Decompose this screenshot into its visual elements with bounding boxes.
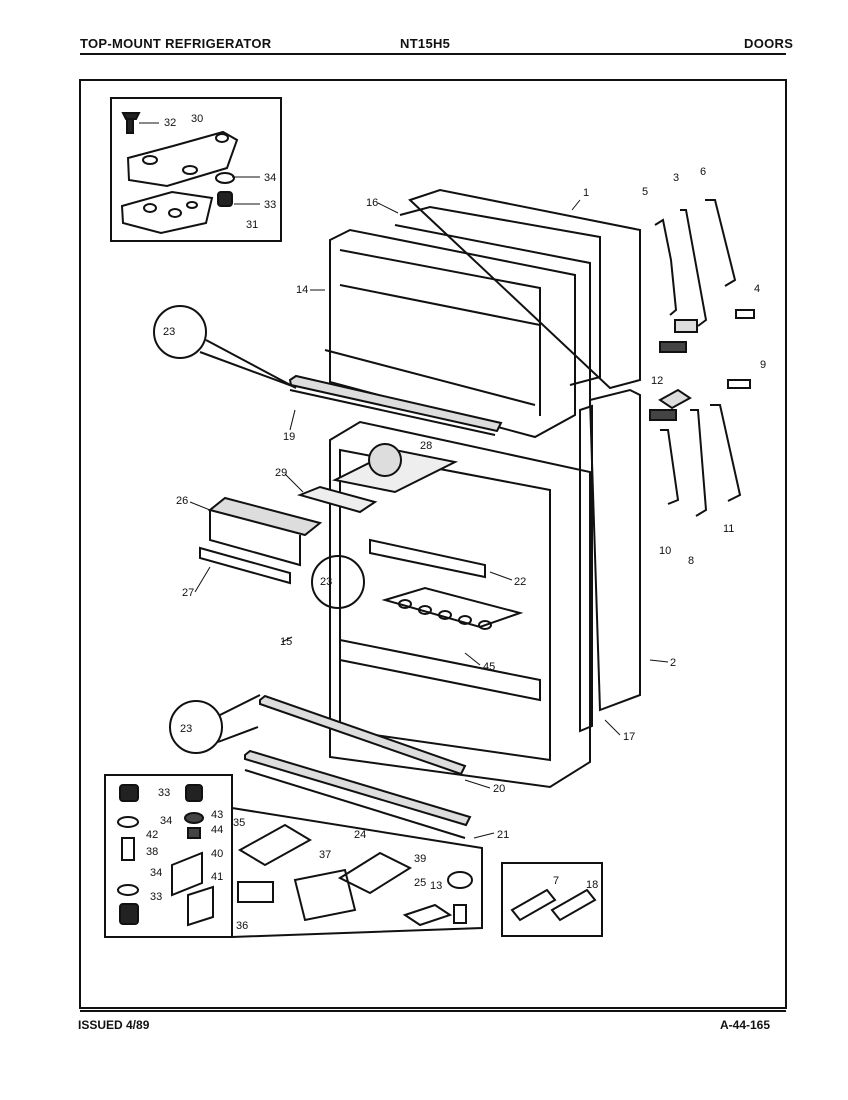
callout-5: 5	[642, 186, 648, 198]
diagram-frame	[79, 79, 787, 1009]
callout-4: 4	[754, 283, 760, 295]
callout-41: 41	[211, 871, 223, 883]
callout-25: 25	[414, 877, 426, 889]
callout-45: 45	[483, 661, 495, 673]
detail-circles	[153, 305, 402, 754]
callout-16: 16	[366, 197, 378, 209]
callout-15: 15	[280, 636, 292, 648]
callout-43: 43	[211, 809, 223, 821]
callout-23-top: 23	[163, 326, 175, 338]
freezer-door	[288, 188, 641, 439]
upper-hinge-inset	[110, 97, 282, 242]
callout-10: 10	[659, 545, 671, 557]
callout-24: 24	[354, 829, 366, 841]
callout-28: 28	[420, 440, 432, 452]
callout-7: 7	[553, 875, 559, 887]
fresh-food-door	[199, 388, 641, 839]
header-model: NT15H5	[400, 36, 451, 51]
callout-39: 39	[414, 853, 426, 865]
callout-26: 26	[176, 495, 188, 507]
header-rule	[80, 53, 786, 55]
callout-34-lower-bottom: 34	[150, 867, 162, 879]
callout-21: 21	[497, 829, 509, 841]
callout-30: 30	[191, 113, 203, 125]
callout-33-lower-top: 33	[158, 787, 170, 799]
callout-33-lower-bottom: 33	[150, 891, 162, 903]
callout-20: 20	[493, 783, 505, 795]
door-hinges-and-stops	[649, 199, 755, 517]
callout-44: 44	[211, 824, 223, 836]
callout-34-upper-inset: 34	[264, 172, 276, 184]
callout-34-lower-top: 34	[160, 815, 172, 827]
callout-42: 42	[146, 829, 158, 841]
callout-40: 40	[211, 848, 223, 860]
callout-32: 32	[164, 117, 176, 129]
callout-2: 2	[670, 657, 676, 669]
leader-lines	[139, 122, 669, 839]
callout-labels: 1 2 3 4 5 6 7 8 9 10 11 12 13 14 15 16 1…	[146, 113, 766, 932]
callout-35: 35	[233, 817, 245, 829]
callout-6: 6	[700, 166, 706, 178]
callout-1: 1	[583, 187, 589, 199]
callout-14: 14	[296, 284, 308, 296]
header-section: DOORS	[744, 36, 794, 51]
callout-12: 12	[651, 375, 663, 387]
footer-issued: ISSUED 4/89	[78, 1018, 150, 1032]
callout-8: 8	[688, 555, 694, 567]
callout-36: 36	[236, 920, 248, 932]
footer-rule	[80, 1010, 786, 1012]
header-title: TOP-MOUNT REFRIGERATOR	[80, 36, 272, 51]
callout-23-middle: 23	[320, 576, 332, 588]
callout-3: 3	[673, 172, 679, 184]
callout-38: 38	[146, 846, 158, 858]
callout-23-bottom: 23	[180, 723, 192, 735]
callout-22: 22	[514, 576, 526, 588]
callout-33-upper-inset: 33	[264, 199, 276, 211]
callout-11: 11	[723, 523, 734, 535]
callout-18: 18	[586, 879, 598, 891]
callout-19: 19	[283, 431, 295, 443]
callout-13: 13	[430, 880, 442, 892]
footer-doc-number: A-44-165	[720, 1018, 771, 1032]
callout-31: 31	[246, 219, 258, 231]
callout-37: 37	[319, 849, 331, 861]
callout-29: 29	[275, 467, 287, 479]
callout-27: 27	[182, 587, 194, 599]
lower-hinge-inset	[104, 774, 603, 938]
callout-9: 9	[760, 359, 766, 371]
callout-17: 17	[623, 731, 635, 743]
